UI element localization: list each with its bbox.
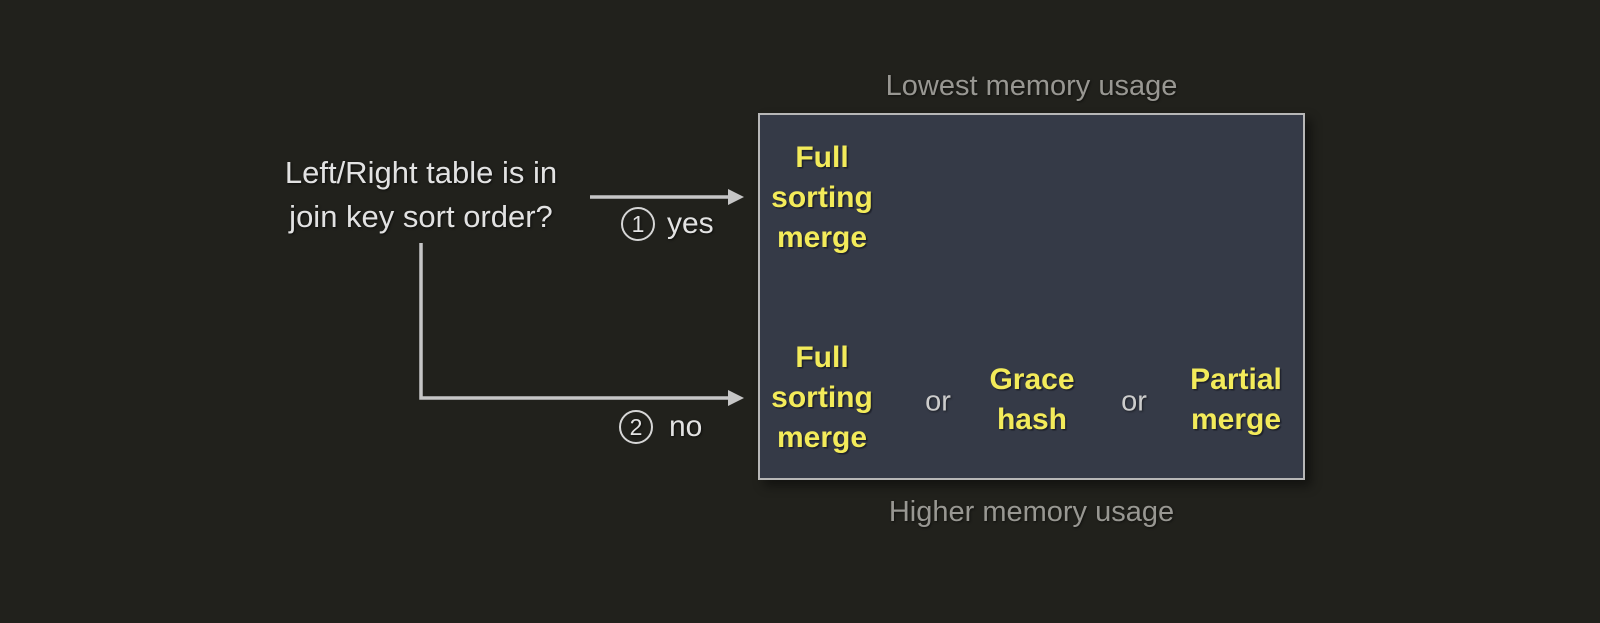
circled-number-two-icon: 2: [619, 410, 653, 444]
no-arrow: [419, 243, 745, 407]
branch-no-label: 2 no: [619, 410, 702, 444]
circled-number-one-icon: 1: [621, 207, 655, 241]
no-label-text: no: [669, 410, 703, 443]
lowest-memory-usage-label: Lowest memory usage: [885, 70, 1178, 102]
branch-yes-label: 1 yes: [621, 207, 714, 241]
yes-label-text: yes: [667, 207, 714, 240]
algorithm-full-sorting-merge-sorted: Full sorting merge: [771, 141, 873, 254]
algorithm-full-sorting-merge-unsorted: Full sorting merge: [771, 341, 873, 454]
join-algorithms-box: Full sorting merge Full sorting merge or…: [758, 113, 1305, 480]
higher-memory-usage-label: Higher memory usage: [888, 496, 1175, 528]
or-separator-1: or: [925, 385, 951, 418]
or-separator-2: or: [1121, 385, 1147, 418]
algorithm-partial-merge: Partial merge: [1190, 363, 1282, 436]
algorithm-grace-hash: Grace hash: [989, 363, 1075, 436]
question-text: Left/Right table is in join key sort ord…: [284, 155, 558, 234]
